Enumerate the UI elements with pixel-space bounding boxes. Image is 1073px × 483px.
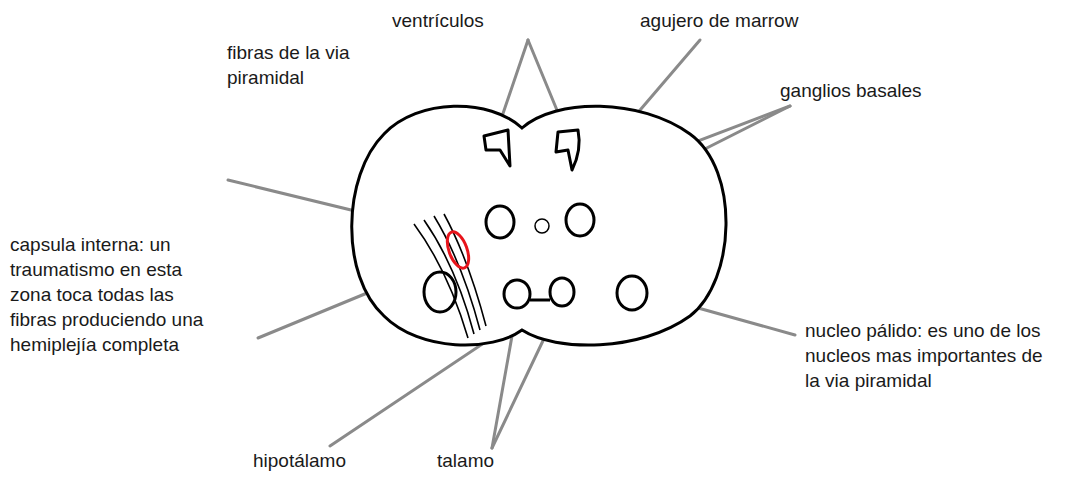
thalamus-oval xyxy=(550,278,574,306)
ventricle xyxy=(484,130,510,166)
brain-outline xyxy=(352,106,726,345)
pyramidal-fibres xyxy=(414,214,486,338)
thalamus-oval xyxy=(504,280,530,308)
callout-label: ganglios basales xyxy=(780,78,922,103)
leader-lines xyxy=(228,40,795,448)
foramen-circle xyxy=(535,219,549,233)
basal-ganglion xyxy=(566,204,594,236)
callout-label: nucleo pálido: es uno de los nucleos mas… xyxy=(805,318,1053,393)
fibre-line xyxy=(414,224,468,338)
callout-label: fibras de la via piramidal xyxy=(227,40,397,90)
callout-label: capsula interna: un traumatismo en esta … xyxy=(10,232,225,357)
pale-nucleus-oval xyxy=(617,276,647,310)
fibre-line xyxy=(444,214,486,326)
hypothalamus-bar xyxy=(530,299,550,302)
basal-ganglion xyxy=(486,206,514,238)
callout-label: agujero de marrow xyxy=(640,8,798,33)
callout-label: hipotálamo xyxy=(253,448,346,473)
fibre-line xyxy=(424,220,474,334)
ventricle xyxy=(556,130,579,170)
callout-label: ventrículos xyxy=(392,8,484,33)
capsule-highlight xyxy=(443,229,473,271)
fibre-line xyxy=(434,216,480,330)
callout-label: talamo xyxy=(437,448,494,473)
